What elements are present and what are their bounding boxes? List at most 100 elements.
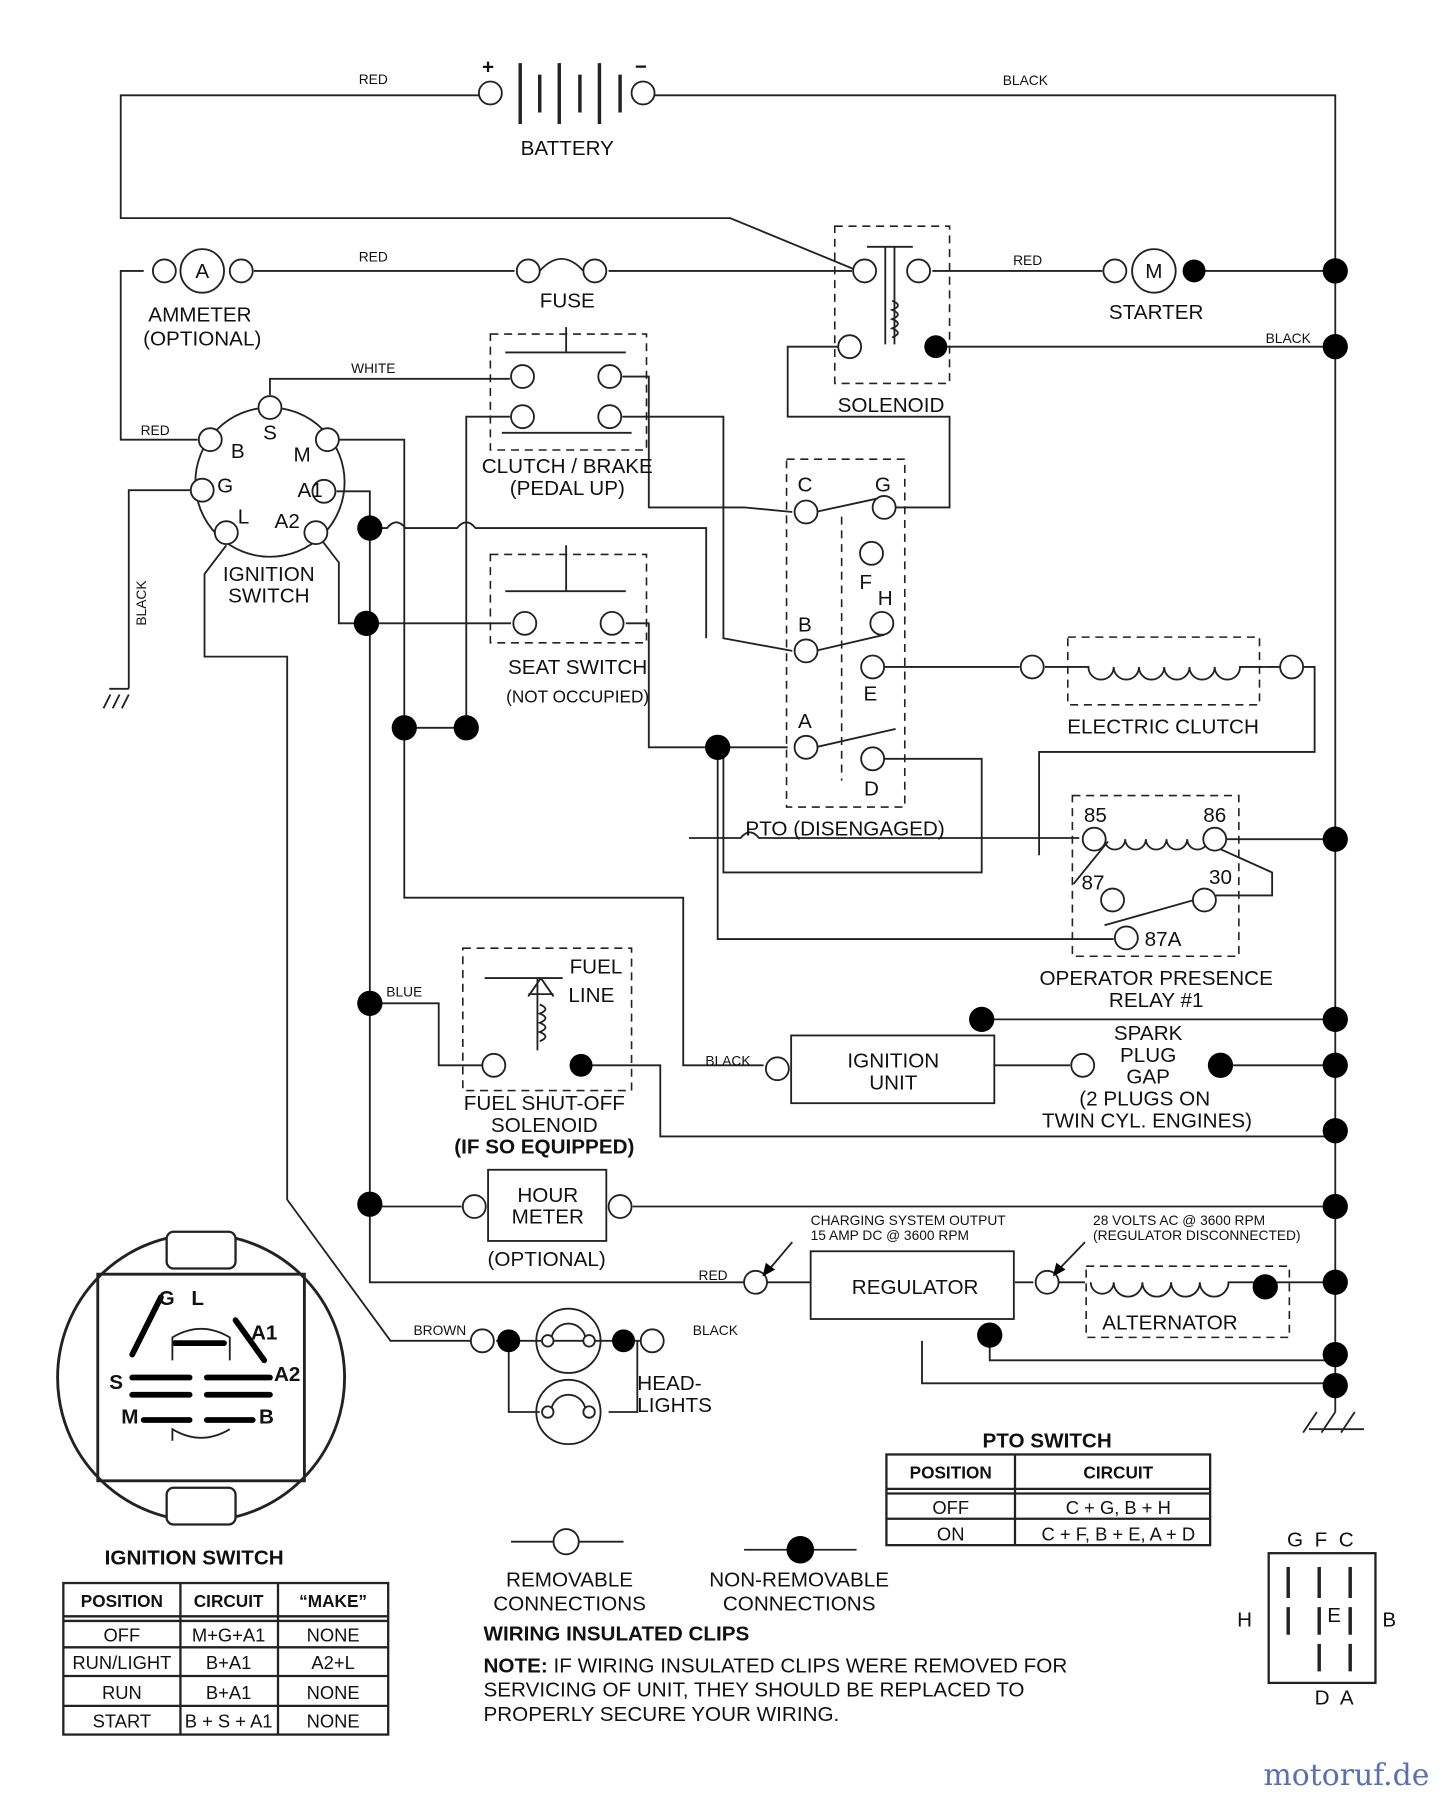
terminal-label: 87A [1145, 928, 1182, 951]
terminal-label: A2 [275, 510, 300, 533]
terminal-label: S [263, 422, 277, 445]
table-cell: NONE [307, 1682, 360, 1703]
seat-switch-label: SEAT SWITCH [508, 656, 647, 679]
connection-legend: REMOVABLE CONNECTIONS NON-REMOVABLE CONN… [493, 1528, 889, 1616]
terminal-label: 85 [1084, 804, 1107, 827]
terminal-label: B [798, 613, 812, 636]
terminal-label: 87 [1082, 872, 1105, 895]
spark-plug-label: GAP [1126, 1066, 1170, 1089]
note-text: IF WIRING INSULATED CLIPS WERE REMOVED F… [548, 1655, 1068, 1678]
terminal-label: 30 [1209, 866, 1232, 889]
table-cell: ON [937, 1524, 965, 1545]
headlights-label: LIGHTS [637, 1394, 712, 1417]
terminal-label: B [231, 440, 245, 463]
solenoid: SOLENOID RED BLACK [833, 225, 1312, 417]
terminal-label: G [875, 473, 891, 496]
charging-output-note: 15 AMP DC @ 3600 RPM [811, 1228, 969, 1243]
terminal-label: A1 [298, 479, 323, 502]
electric-clutch: ELECTRIC CLUTCH [1019, 636, 1305, 739]
junctions [353, 258, 1348, 1399]
table-cell: OFF [104, 1625, 141, 1646]
terminal-label: B [259, 1405, 274, 1428]
wire-label: WHITE [351, 361, 395, 376]
spark-plug: SPARK PLUG GAP (2 PLUGS ON TWIN CYL. ENG… [1042, 1022, 1252, 1132]
table-title: IGNITION SWITCH [105, 1547, 284, 1570]
alternator-label: ALTERNATOR [1102, 1311, 1237, 1334]
table-header: CIRCUIT [194, 1591, 264, 1611]
ignition-switch-label: SWITCH [228, 585, 309, 608]
table-cell: OFF [932, 1497, 969, 1518]
ignition-unit: IGNITION UNIT BLACK [705, 1034, 996, 1105]
spark-plug-label: PLUG [1120, 1044, 1176, 1067]
wire-label: RED [1013, 253, 1042, 268]
fuel-solenoid-label: SOLENOID [491, 1114, 598, 1137]
terminal-label: C [797, 473, 812, 496]
fuel-solenoid-label: FUEL SHUT-OFF [464, 1092, 625, 1115]
table-header: POSITION [81, 1591, 163, 1611]
operator-presence-relay: 85 86 87 30 87A OPERATOR PRESENCE RELAY … [1039, 794, 1274, 1012]
terminal-label: H [878, 587, 893, 610]
regulator-label: REGULATOR [852, 1276, 979, 1299]
spark-plug-note: TWIN CYL. ENGINES) [1042, 1109, 1252, 1132]
ammeter-optional: (OPTIONAL) [143, 328, 261, 351]
solenoid-label: SOLENOID [838, 394, 945, 417]
ignition-switch-label: IGNITION [223, 563, 315, 586]
table-cell: NONE [307, 1711, 360, 1732]
table-cell: RUN/LIGHT [72, 1652, 171, 1673]
table-cell: C + F, B + E, A + D [1042, 1524, 1196, 1545]
clutch-brake-label: CLUTCH / BRAKE [482, 455, 653, 478]
motor-symbol: M [1145, 260, 1162, 283]
ignition-switch-face: G L A1 A2 S M B [56, 1230, 347, 1526]
pto-switch-table: PTO SWITCH POSITION CIRCUIT OFF C + G, B… [885, 1430, 1212, 1547]
table-cell: A2+L [311, 1652, 354, 1673]
connector-label: B [1382, 1609, 1396, 1632]
watermark: motoruf.de [1264, 1758, 1430, 1793]
battery-minus: − [635, 55, 647, 78]
terminal-label: F [859, 571, 872, 594]
headlights: HEAD- LIGHTS BROWN BLACK [413, 1307, 739, 1446]
connector-label: H [1237, 1609, 1252, 1632]
seat-switch: SEAT SWITCH (NOT OCCUPIED) [489, 545, 649, 707]
terminal-label: M [121, 1405, 138, 1428]
fuel-solenoid-note: (IF SO EQUIPPED) [454, 1136, 634, 1159]
terminal-label: S [109, 1371, 123, 1394]
spark-plug-note: (2 PLUGS ON [1079, 1087, 1210, 1110]
terminal-label: 86 [1203, 804, 1226, 827]
clutch-brake-state: (PEDAL UP) [510, 477, 625, 500]
table-cell: START [93, 1711, 152, 1732]
terminal-label: E [863, 682, 877, 705]
fuel-line-label: LINE [568, 984, 614, 1007]
legend-removable: REMOVABLE [506, 1568, 633, 1591]
table-cell: B+A1 [206, 1682, 251, 1703]
table-cell: NONE [307, 1625, 360, 1646]
legend-nonremovable: NON-REMOVABLE [709, 1568, 889, 1591]
terminal-label: A1 [251, 1322, 277, 1345]
table-title: PTO SWITCH [982, 1430, 1111, 1453]
regulator: REGULATOR CHARGING SYSTEM OUTPUT 15 AMP … [699, 1213, 1015, 1320]
fuse-label: FUSE [540, 290, 595, 313]
svg-text:NOTE: IF WIRING INSULATED CLIP: NOTE: IF WIRING INSULATED CLIPS WERE REM… [483, 1655, 1067, 1678]
wire-label: RED [141, 423, 170, 438]
wire-label: RED [359, 72, 388, 87]
fuse: FUSE [515, 257, 608, 313]
table-cell: B + S + A1 [185, 1711, 273, 1732]
pto-label: PTO (DISENGAGED) [745, 818, 944, 841]
wires [102, 94, 1364, 1434]
battery: + − BATTERY RED BLACK [359, 55, 1049, 160]
relay-label: OPERATOR PRESENCE [1039, 967, 1272, 990]
terminal-label: D [864, 778, 879, 801]
terminal-label: A [798, 710, 812, 733]
wire-label: BLACK [693, 1323, 739, 1338]
clutch-brake-switch: CLUTCH / BRAKE (PEDAL UP) [482, 327, 653, 500]
table-header: POSITION [910, 1463, 992, 1483]
hour-meter-label: HOUR [517, 1184, 578, 1207]
ammeter-label: AMMETER [148, 303, 251, 326]
pto-switch: C G F H B E A D PTO (DISENGAGED) [745, 458, 945, 841]
alternator-note: 28 VOLTS AC @ 3600 RPM [1093, 1213, 1265, 1228]
fuel-line-label: FUEL [570, 955, 623, 978]
wire-label: BLACK [1266, 331, 1312, 346]
wire-label: RED [359, 250, 388, 265]
wire-label: BROWN [413, 1323, 466, 1338]
connector-label: D A [1315, 1687, 1354, 1710]
